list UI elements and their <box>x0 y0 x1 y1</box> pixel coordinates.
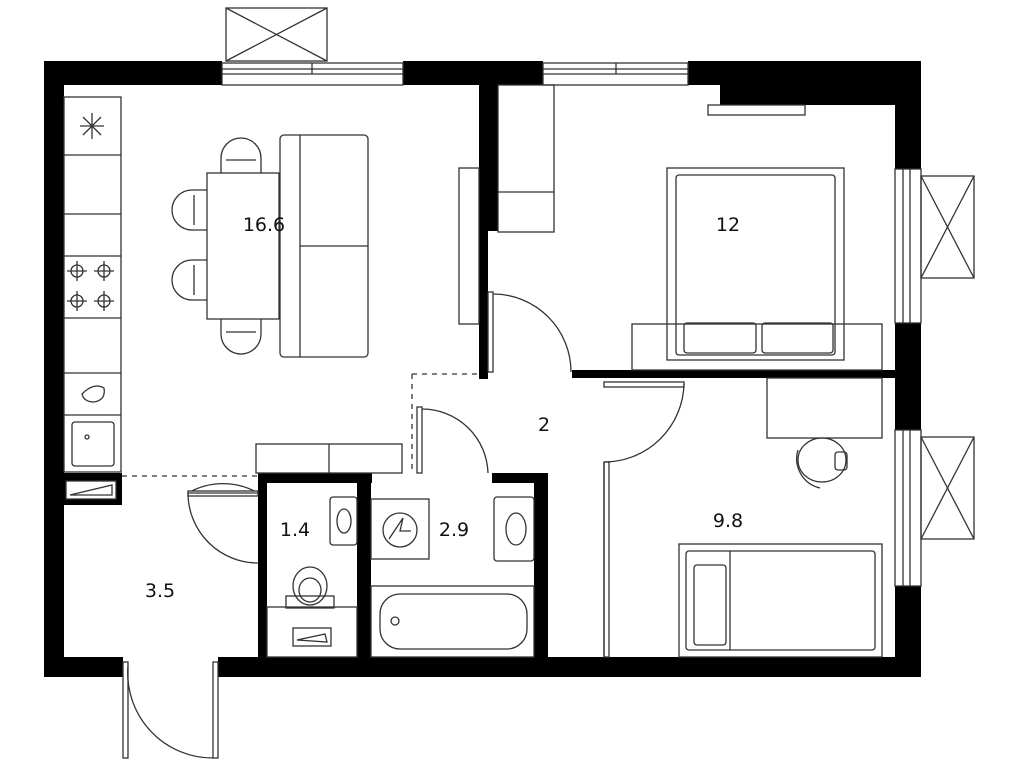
outer-walls <box>44 61 921 677</box>
dining-table <box>171 137 280 355</box>
desk <box>766 377 883 439</box>
bed-icon <box>678 543 883 658</box>
hob-icon <box>67 261 114 311</box>
window-right-bedroom <box>894 168 975 324</box>
room-area-entrance: 3.5 <box>145 580 175 602</box>
room-area-bedroom-2: 9.8 <box>713 510 743 532</box>
room-area-bedroom: 12 <box>716 214 740 236</box>
tap-icon <box>81 385 105 403</box>
bathtub-icon <box>370 585 535 658</box>
chair-icon <box>796 437 848 489</box>
window-right-bedroom-2 <box>894 429 975 587</box>
room-area-bathroom: 2.9 <box>439 519 469 541</box>
sink-icon <box>493 496 535 562</box>
zone-boundaries <box>122 373 479 477</box>
bed-icon <box>631 167 883 371</box>
washing-machine-icon <box>370 498 430 560</box>
room-area-toilet: 1.4 <box>280 519 310 541</box>
sofa-icon <box>279 134 369 358</box>
window-top-left <box>221 7 404 86</box>
wardrobe <box>497 84 806 233</box>
sink-icon <box>71 421 115 467</box>
window-top-right <box>542 62 689 86</box>
room-area-hall: 2 <box>538 414 550 436</box>
kitchen-counter <box>63 96 122 473</box>
entrance-door <box>122 661 219 759</box>
toilet-icon <box>266 496 358 658</box>
cabinet-icon <box>69 484 113 496</box>
hall-doors <box>187 291 685 658</box>
fridge-snowflake-icon <box>80 113 104 139</box>
interior-walls <box>64 85 895 657</box>
shelf <box>458 167 480 325</box>
room-area-living-kitchen: 16.6 <box>243 214 285 236</box>
